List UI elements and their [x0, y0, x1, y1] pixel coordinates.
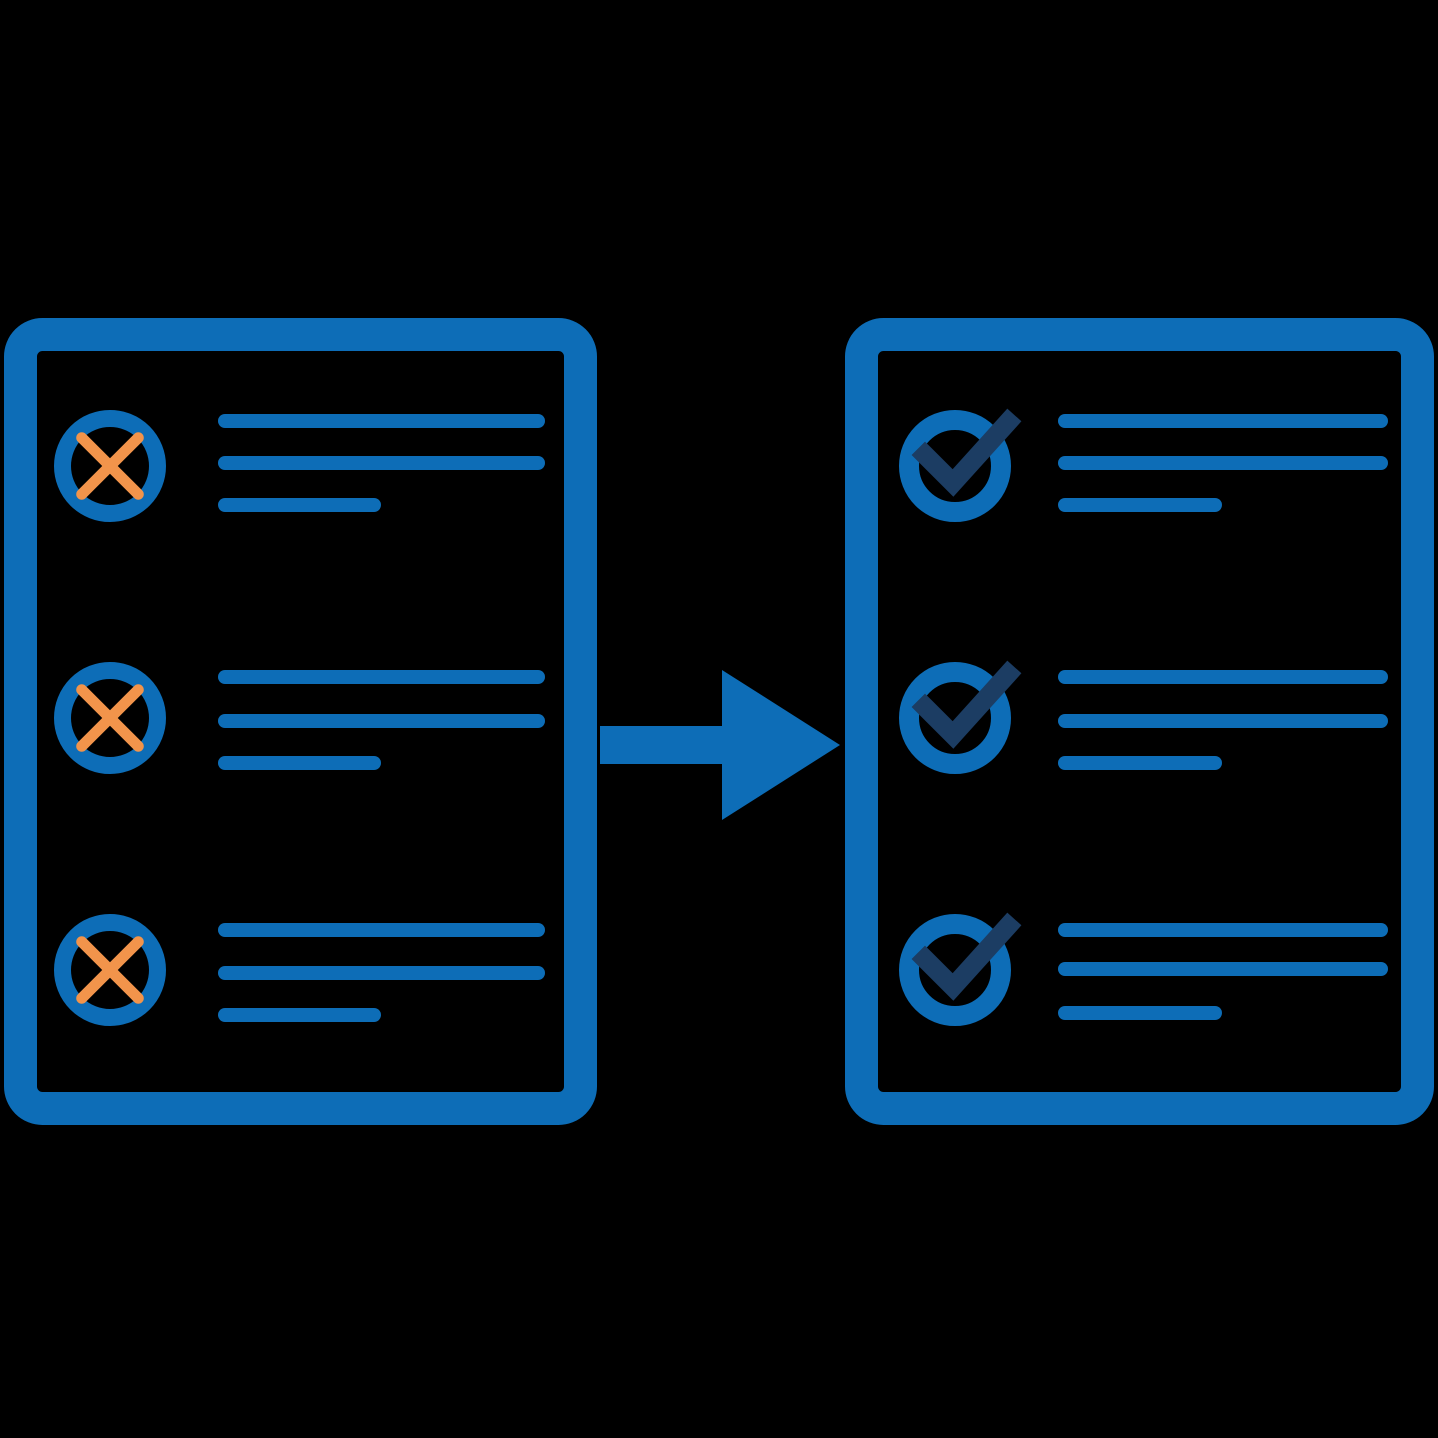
before-row-2-text-lines [218, 670, 545, 770]
x-mark-stroke-b [76, 684, 144, 752]
transform-arrow-icon [600, 670, 840, 820]
before-row-3-text-lines [218, 923, 545, 1022]
x-circle-ring [54, 662, 166, 774]
check-mark [911, 912, 1022, 1001]
after-row-1[interactable] [899, 408, 1388, 522]
x-circle-icon[interactable] [54, 410, 166, 522]
before-document[interactable] [4, 318, 597, 1125]
after-document-frame [845, 318, 1434, 1125]
before-document-frame [4, 318, 597, 1125]
after-document[interactable] [845, 318, 1434, 1125]
x-circle-icon[interactable] [54, 662, 166, 774]
check-mark [911, 408, 1022, 497]
after-row-1-text-lines [1058, 414, 1388, 512]
check-circle-icon[interactable] [899, 660, 1022, 774]
arrow-shaft [600, 726, 726, 764]
check-circle-ring [899, 410, 1011, 522]
x-circle-ring [54, 410, 166, 522]
after-row-3-text-lines [1058, 923, 1388, 1020]
after-row-2-text-lines [1058, 670, 1388, 770]
after-row-2[interactable] [899, 660, 1388, 774]
before-row-2[interactable] [54, 662, 545, 774]
check-circle-icon[interactable] [899, 912, 1022, 1026]
after-row-3[interactable] [899, 912, 1388, 1026]
check-circle-ring [899, 662, 1011, 774]
check-circle-ring [899, 914, 1011, 1026]
x-circle-icon[interactable] [54, 914, 166, 1026]
check-mark [911, 660, 1022, 749]
check-circle-icon[interactable] [899, 408, 1022, 522]
x-mark-stroke-b [76, 936, 144, 1004]
before-row-3[interactable] [54, 914, 545, 1026]
x-mark-stroke-b [76, 432, 144, 500]
before-row-1[interactable] [54, 410, 545, 522]
x-circle-ring [54, 914, 166, 1026]
arrow-head [722, 670, 840, 820]
before-row-1-text-lines [218, 414, 545, 512]
